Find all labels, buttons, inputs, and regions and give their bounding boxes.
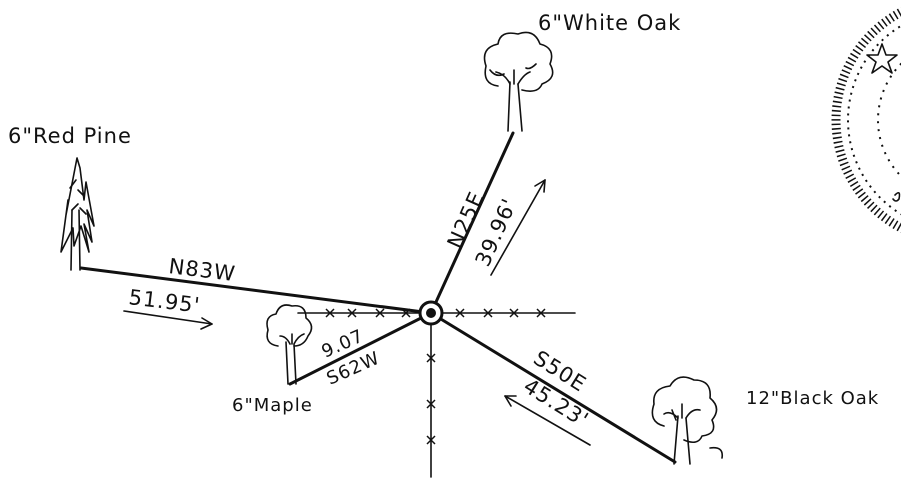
arrow-icon <box>490 179 546 276</box>
line-to-maple <box>288 311 433 386</box>
star-icon <box>866 43 898 74</box>
tree-icon <box>483 31 554 132</box>
maple-label: 6"Maple <box>232 395 313 416</box>
line-to-red-pine <box>79 266 433 315</box>
line-to-white-oak <box>429 131 515 315</box>
arrow-icon <box>504 395 591 446</box>
compass-rose-icon <box>831 7 901 233</box>
red-pine-label: 6"Red Pine <box>8 124 132 148</box>
pine-tree-icon <box>60 157 95 271</box>
white-oak-label: 6"White Oak <box>538 11 681 35</box>
line-to-black-oak <box>429 311 677 464</box>
axis-x-marks <box>325 308 546 445</box>
black-oak-label: 12"Black Oak <box>746 388 879 409</box>
tree-icon <box>651 376 724 465</box>
survey-point-icon <box>418 300 444 326</box>
arrow-icon <box>123 310 213 330</box>
tree-icon <box>266 304 313 385</box>
